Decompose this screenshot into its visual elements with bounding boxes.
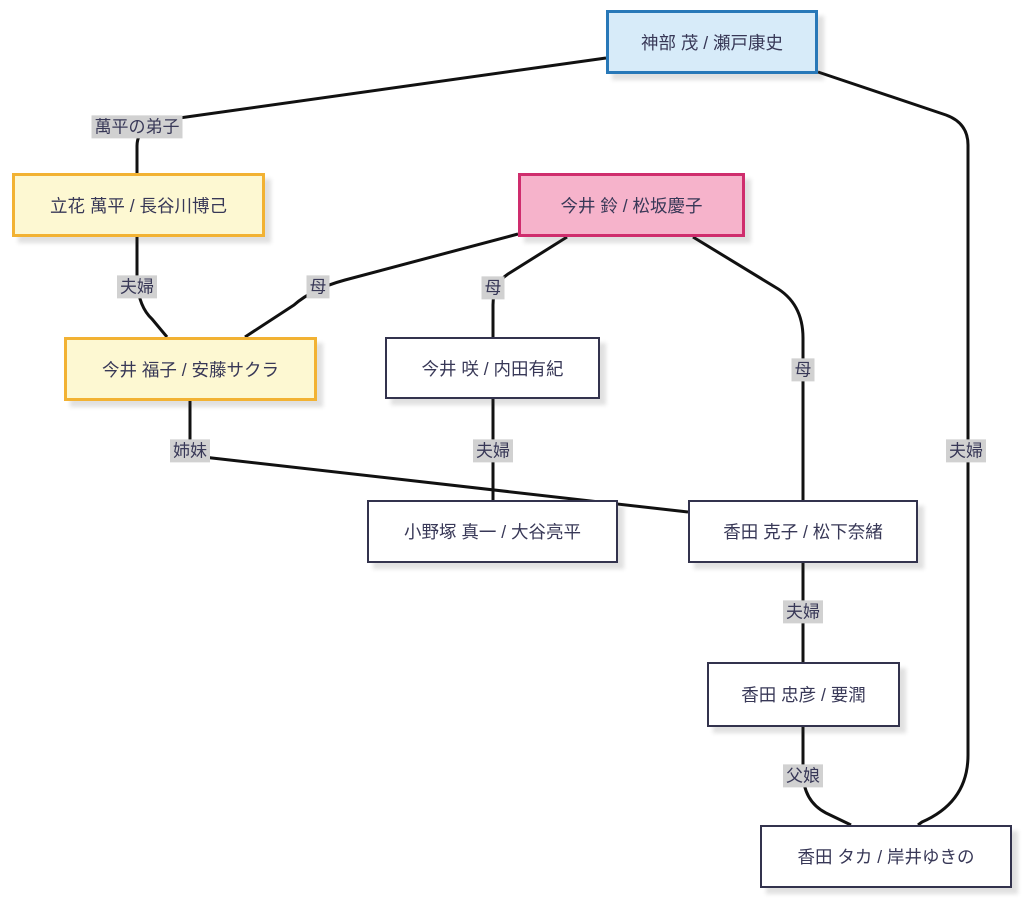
graph-node-fukuko: 今井 福子 / 安藤サクラ <box>64 337 317 401</box>
edge-fukuko-katsuko <box>188 401 689 514</box>
edge-suzu-katsuko <box>692 235 805 500</box>
edge-suzu-fukuko <box>244 232 519 339</box>
edge-label-manpei-fukuko: 夫婦 <box>117 275 157 299</box>
edge-label-kanbe-manpei: 萬平の弟子 <box>91 115 183 139</box>
edge-label-kanbe-taka: 夫婦 <box>946 439 986 463</box>
edge-label-tadahiko-taka: 父娘 <box>783 764 823 788</box>
edge-kanbe-manpei <box>135 56 607 173</box>
edge-label-katsuko-tadahiko: 夫婦 <box>783 600 823 624</box>
graph-node-kanbe: 神部 茂 / 瀬戸康史 <box>606 10 818 74</box>
graph-node-shinichi: 小野塚 真一 / 大谷亮平 <box>367 500 618 563</box>
graph-node-suzu: 今井 鈴 / 松坂慶子 <box>518 173 745 237</box>
edge-label-saki-shinichi: 夫婦 <box>473 439 513 463</box>
graph-node-tadahiko: 香田 忠彦 / 要潤 <box>707 662 900 727</box>
edge-label-suzu-katsuko: 母 <box>791 358 815 382</box>
graph-node-taka: 香田 タカ / 岸井ゆきの <box>760 825 1012 888</box>
edge-label-fukuko-katsuko: 姉妹 <box>170 439 210 463</box>
graph-node-saki: 今井 咲 / 内田有紀 <box>385 337 600 399</box>
graph-node-katsuko: 香田 克子 / 松下奈緒 <box>688 500 918 563</box>
edge-kanbe-taka <box>817 70 970 827</box>
edge-label-suzu-saki: 母 <box>481 276 505 300</box>
edge-label-suzu-fukuko: 母 <box>306 275 330 299</box>
graph-node-manpei: 立花 萬平 / 長谷川博己 <box>12 173 265 237</box>
